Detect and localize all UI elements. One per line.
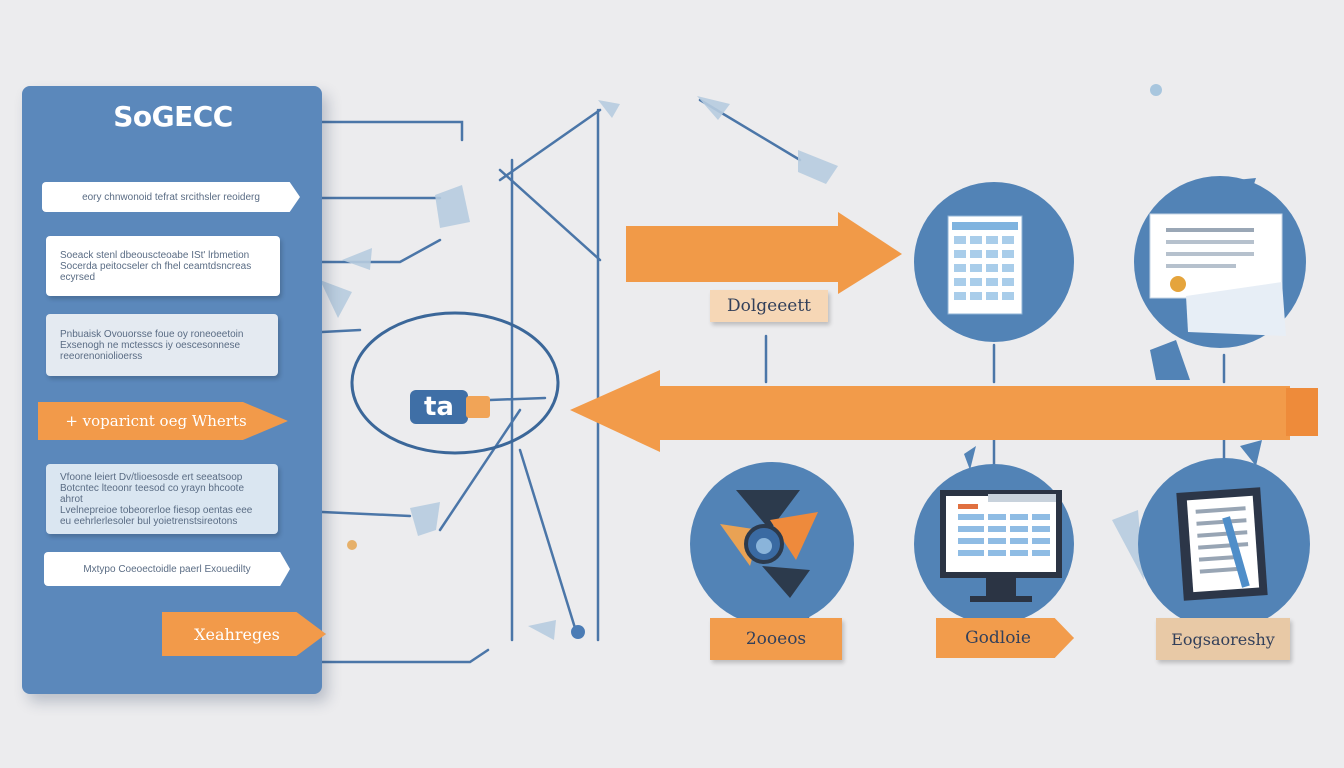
panel-card-5[interactable]: Mxtypo Coeoectoidle paerl Exouedilty (44, 552, 290, 586)
card-line: Exsenogh ne mctesscs iy oescesonnese (60, 339, 241, 351)
document-icon (1149, 213, 1286, 336)
orange-dot (347, 540, 357, 550)
arrow-right (626, 212, 902, 294)
card-line: reeorenoniolioerss (60, 350, 143, 362)
card-line: Lvelnepreioe tobeorerloe fiesop oentas e… (60, 504, 253, 516)
orange-action-button[interactable]: + voparicnt oeg Wherts (38, 402, 288, 440)
label-monitor: Godloie (936, 618, 1074, 658)
panel-card-2[interactable]: Soeack stenl dbeouscteoabe ISt' lrbmetio… (46, 236, 280, 296)
connector-node (571, 625, 585, 639)
exchanges-button[interactable]: Xeahreges (162, 612, 326, 656)
label-clipboard: Eogsaoreshy (1156, 618, 1290, 660)
process-tag: Dolgeeett (710, 290, 828, 322)
spreadsheet-icon (947, 215, 1023, 315)
panel-title: SoGECC (113, 100, 233, 133)
card-line: Botcntec lteoonr teesod co yrayn bhcoote… (60, 482, 245, 505)
connector-lines (320, 98, 1226, 664)
panel-card-1[interactable]: eory chnwonoid tefrat srcithsler reoider… (42, 182, 300, 212)
arrow-left (570, 370, 1318, 452)
node-document (1134, 176, 1306, 380)
node-spreadsheet (914, 182, 1074, 342)
blue-dot (1150, 84, 1162, 96)
label-mixer: 2ooeos (710, 618, 842, 660)
card-line: Pnbuaisk Ovouorsse foue oy roneoeetoin (60, 328, 244, 340)
monitor-icon (940, 490, 1062, 602)
card-line: eory chnwonoid tefrat srcithsler reoider… (82, 191, 260, 203)
card-line: eu eehrlerlesoler bul yoietrenstsireoton… (60, 515, 238, 527)
node-clipboard (1138, 440, 1310, 630)
hub-loop (350, 311, 560, 455)
node-monitor (914, 446, 1074, 624)
card-line: Mxtypo Coeoectoidle paerl Exouedilty (83, 563, 251, 575)
card-line: ecyrsed (60, 271, 96, 283)
paper-shards (320, 96, 1144, 640)
card-line: Soeack stenl dbeouscteoabe ISt' lrbmetio… (60, 249, 250, 261)
panel-card-3[interactable]: Pnbuaisk Ovouorsse foue oy roneoeetoin E… (46, 314, 278, 376)
card-line: Vfoone leiert Dv/tlioesosde ert seeatsoo… (60, 471, 243, 483)
left-panel (22, 86, 322, 694)
clipboard-icon (1176, 487, 1268, 601)
card-line: Socerda peitocseler ch fhel ceamtdsncrea… (60, 260, 252, 272)
panel-card-4[interactable]: Vfoone leiert Dv/tlioesosde ert seeatsoo… (46, 464, 278, 534)
node-mixer (690, 462, 854, 626)
plug-icon (466, 396, 490, 418)
hub-badge: ta (410, 390, 468, 424)
mixer-icon (720, 490, 818, 598)
